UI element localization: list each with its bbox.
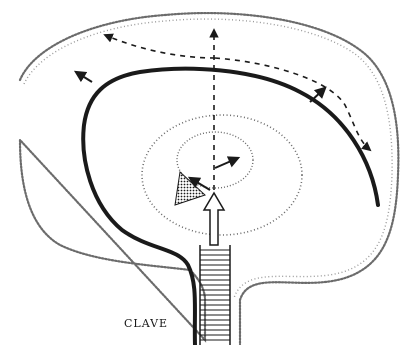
- dotted-nucleus: [175, 172, 205, 205]
- arc-arrow-upper-left: [76, 72, 92, 82]
- outer-core-ring: [142, 115, 302, 235]
- brain-outline-inner: [24, 19, 392, 298]
- dashed-arrow-left: [105, 35, 215, 58]
- core-arrow-right: [215, 158, 238, 168]
- ascending-hollow-arrow: [204, 193, 224, 245]
- caption-label: CLAVE: [124, 317, 168, 330]
- arc-arrow-right: [310, 88, 325, 102]
